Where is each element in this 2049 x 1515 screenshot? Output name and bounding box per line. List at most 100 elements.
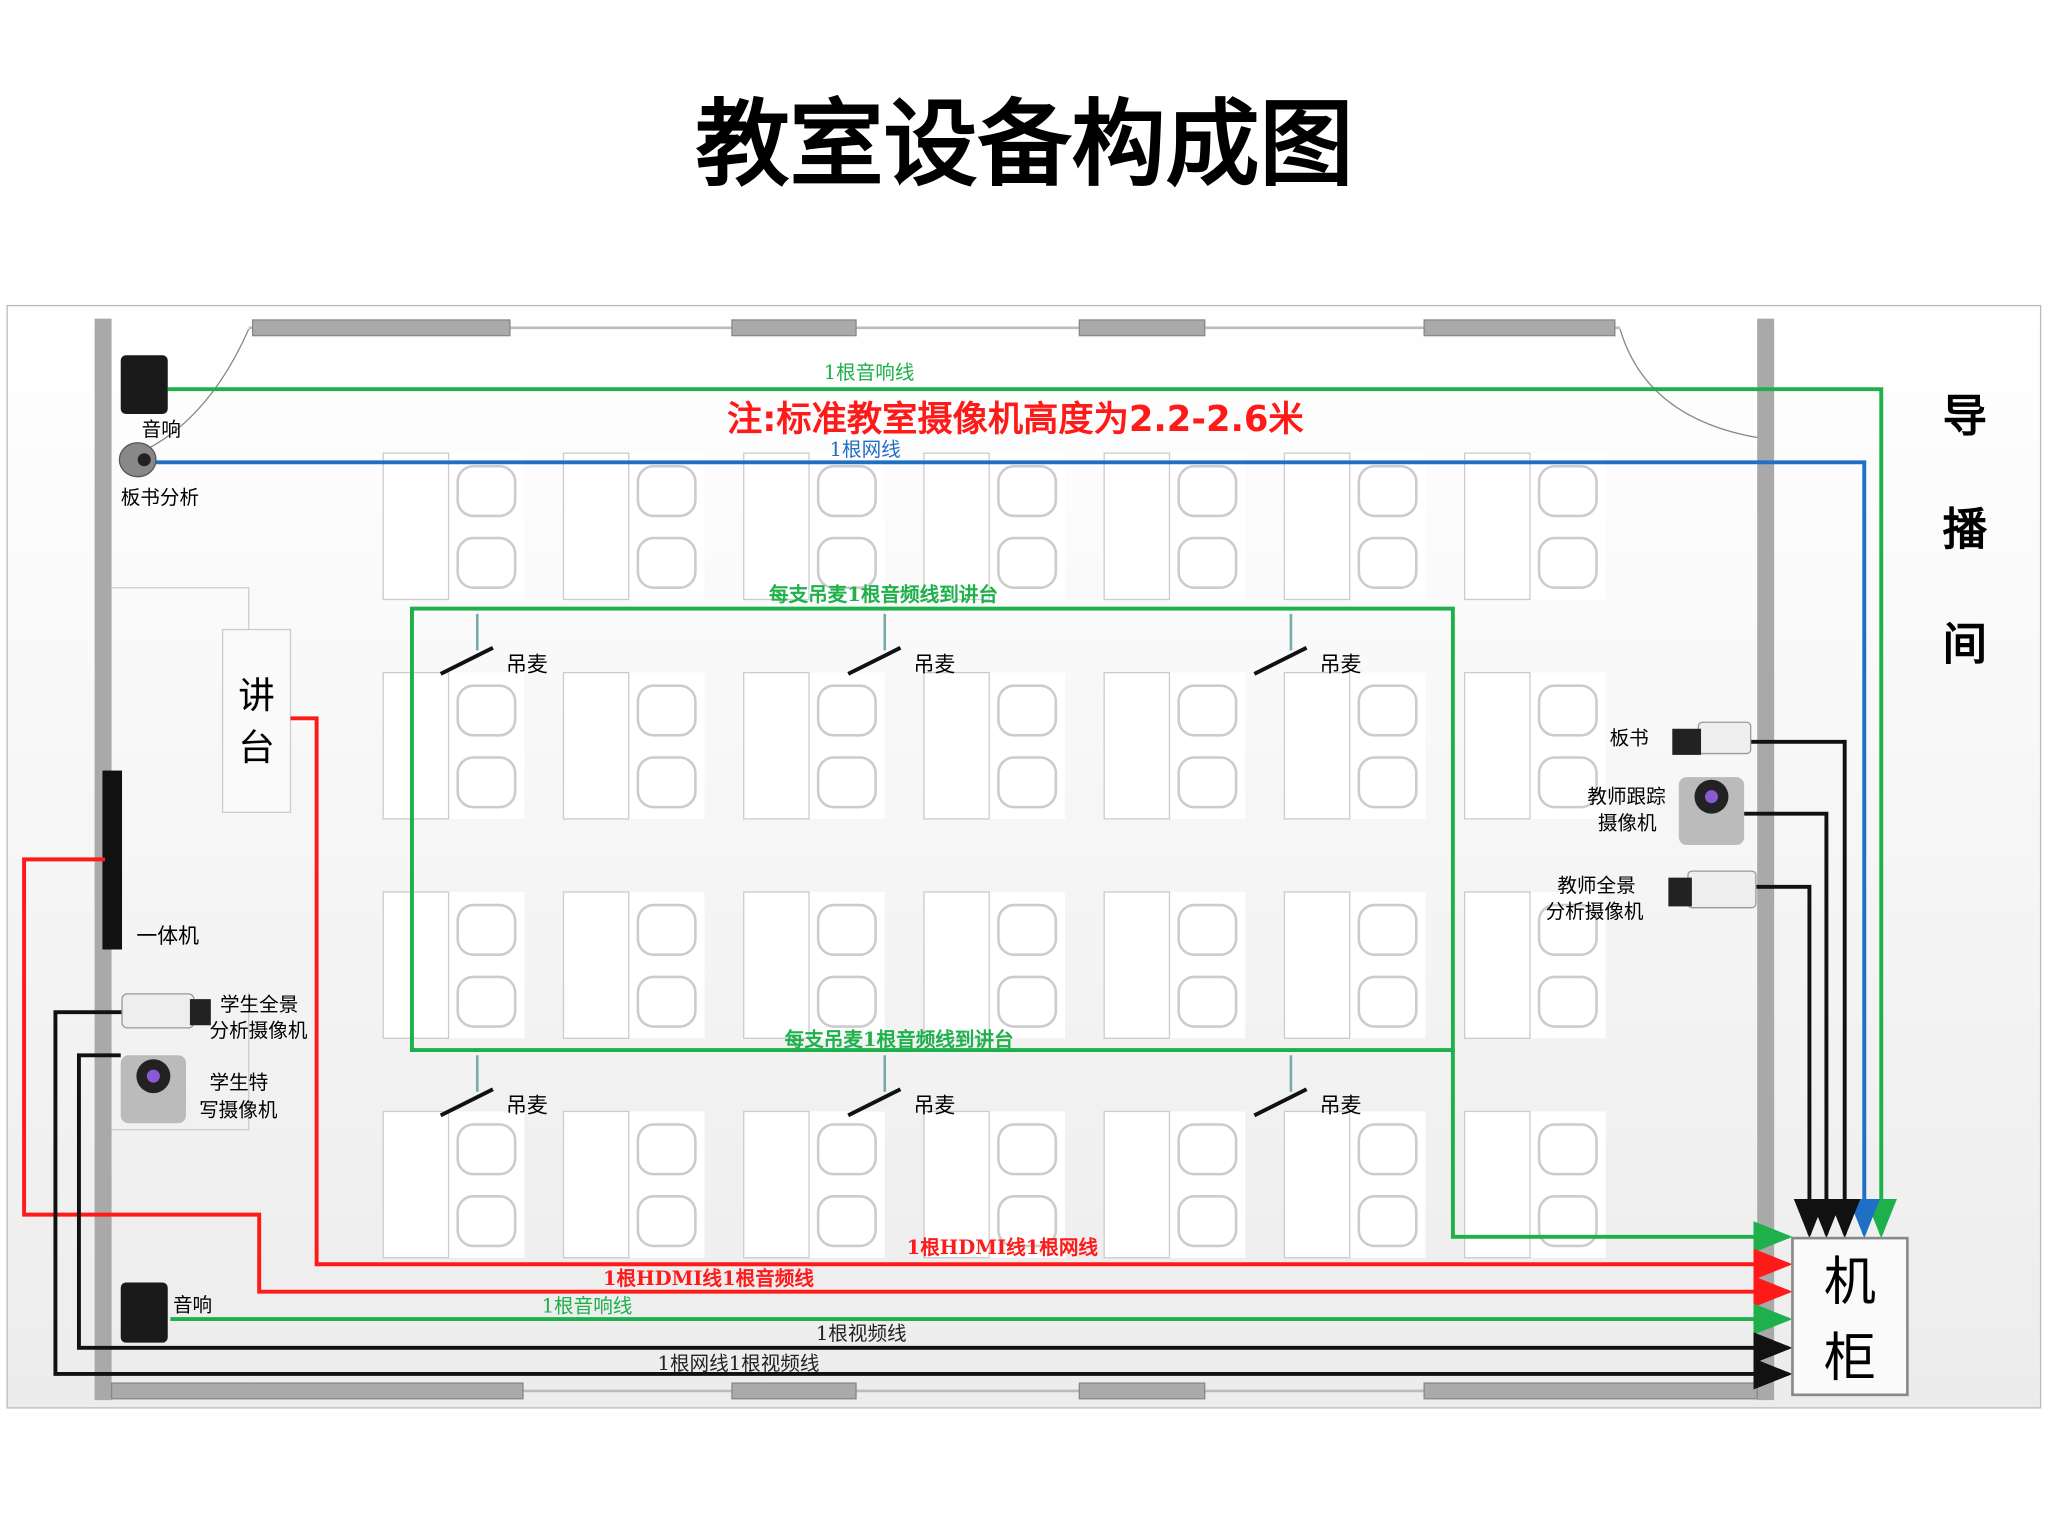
box-camera-icon: [1672, 721, 1752, 755]
podium-label: 讲: [238, 674, 275, 717]
speaker-top-label: 音响: [142, 418, 181, 441]
chair: [997, 464, 1058, 518]
chair: [636, 464, 697, 518]
cable-podium-red: [290, 716, 1793, 1280]
desk-unit: [923, 1110, 1065, 1259]
cable-top-network: [154, 460, 1880, 1239]
chair: [1537, 756, 1598, 809]
window: [251, 319, 511, 337]
chair: [816, 903, 877, 957]
ceiling-mic-icon: 吊麦: [439, 613, 548, 676]
desk-unit: [1283, 1110, 1426, 1259]
cable-aio-red: [22, 857, 1793, 1308]
chair: [636, 975, 697, 1028]
student-panorama-label: 分析摄像机: [210, 1019, 308, 1042]
chair: [997, 684, 1058, 737]
chair: [816, 1195, 877, 1248]
chair: [1177, 756, 1238, 809]
label-top-network: 1根网线: [830, 438, 901, 461]
chair: [1357, 903, 1418, 957]
desk-unit: [1283, 891, 1426, 1039]
desk-unit: [1463, 671, 1606, 820]
chair: [636, 536, 697, 590]
desk-unit: [743, 671, 885, 820]
right-wall: [1757, 318, 1775, 1401]
cable-teacher-panorama: [1753, 884, 1826, 1239]
board-analysis-label: 板书分析: [121, 486, 199, 509]
label-video: 1根视频线: [816, 1322, 907, 1345]
podium: [221, 628, 292, 814]
mic-cable-loop: [410, 606, 1455, 1053]
chair: [1357, 756, 1418, 809]
chair: [1357, 684, 1418, 737]
chair: [1537, 1123, 1598, 1176]
student-closeup-label: 学生特: [210, 1071, 269, 1094]
label-top-audio: 1根音响线: [824, 361, 915, 384]
chair: [1177, 684, 1238, 737]
all-in-one-display: [102, 770, 123, 950]
chair: [997, 975, 1058, 1028]
speaker-icon: [120, 1282, 168, 1343]
chair: [636, 684, 697, 737]
chair: [997, 756, 1058, 809]
ceiling-mic-icon: 吊麦: [439, 1055, 548, 1118]
chair: [456, 756, 517, 809]
window: [110, 1382, 524, 1400]
desk-unit: [382, 671, 525, 820]
ptz-camera-icon: [120, 1055, 187, 1124]
cable-teacher-tracking: [1744, 811, 1843, 1239]
chair: [1177, 464, 1238, 518]
chair: [1537, 684, 1598, 737]
door-arc-right: [1619, 328, 1758, 439]
chair: [997, 1195, 1058, 1248]
desk-unit: [562, 671, 705, 820]
ceiling-mic-icon: 吊麦: [847, 613, 955, 676]
speaker-icon: [120, 355, 168, 415]
chair: [1537, 464, 1598, 518]
chair: [816, 536, 877, 590]
label-aio-red: 1根HDMI线1根音频线: [603, 1267, 814, 1290]
control-room-label: 间: [1943, 619, 1987, 671]
chair: [1537, 1195, 1598, 1248]
mic-label: 吊麦: [1320, 1094, 1362, 1118]
chair: [456, 684, 517, 737]
ceiling-mics: 吊麦吊麦吊麦吊麦吊麦吊麦: [439, 613, 1362, 1118]
window: [731, 319, 857, 337]
cable-top-audio: [167, 387, 1897, 1239]
desk-unit: [562, 891, 705, 1039]
cable-video: [76, 1053, 1793, 1364]
chair: [997, 903, 1058, 957]
chair: [1537, 975, 1598, 1028]
mic-label: 吊麦: [506, 652, 548, 676]
chair: [636, 903, 697, 957]
desk-unit: [1283, 452, 1426, 601]
window: [1078, 1382, 1206, 1400]
desk-unit: [743, 891, 885, 1039]
chair: [1357, 975, 1418, 1028]
chair: [816, 756, 877, 809]
board-camera-label: 板书: [1610, 726, 1649, 749]
desk-unit: [923, 452, 1065, 601]
cabinet-label: 柜: [1824, 1328, 1876, 1388]
desk-unit: [382, 1110, 525, 1259]
chair: [816, 1123, 877, 1176]
ptz-camera-icon: [1678, 777, 1745, 846]
chair: [1357, 1123, 1418, 1176]
cable-net-video: [53, 1010, 1793, 1390]
desk-unit: [1283, 671, 1426, 820]
desk-unit: [1103, 671, 1246, 820]
window: [1423, 319, 1616, 337]
window: [731, 1382, 857, 1400]
label-mic-top: 每支吊麦1根音频线到讲台: [769, 583, 998, 606]
chair: [636, 1123, 697, 1176]
chair: [636, 1195, 697, 1248]
desk-unit: [743, 452, 885, 601]
chair: [636, 756, 697, 809]
teacher-panorama-label: 教师全景: [1557, 874, 1635, 897]
ceiling-mic-icon: 吊麦: [1253, 613, 1362, 676]
desk-unit: [1463, 891, 1606, 1039]
desk-unit: [562, 452, 705, 601]
window: [1423, 1382, 1758, 1400]
chair: [1177, 903, 1238, 957]
